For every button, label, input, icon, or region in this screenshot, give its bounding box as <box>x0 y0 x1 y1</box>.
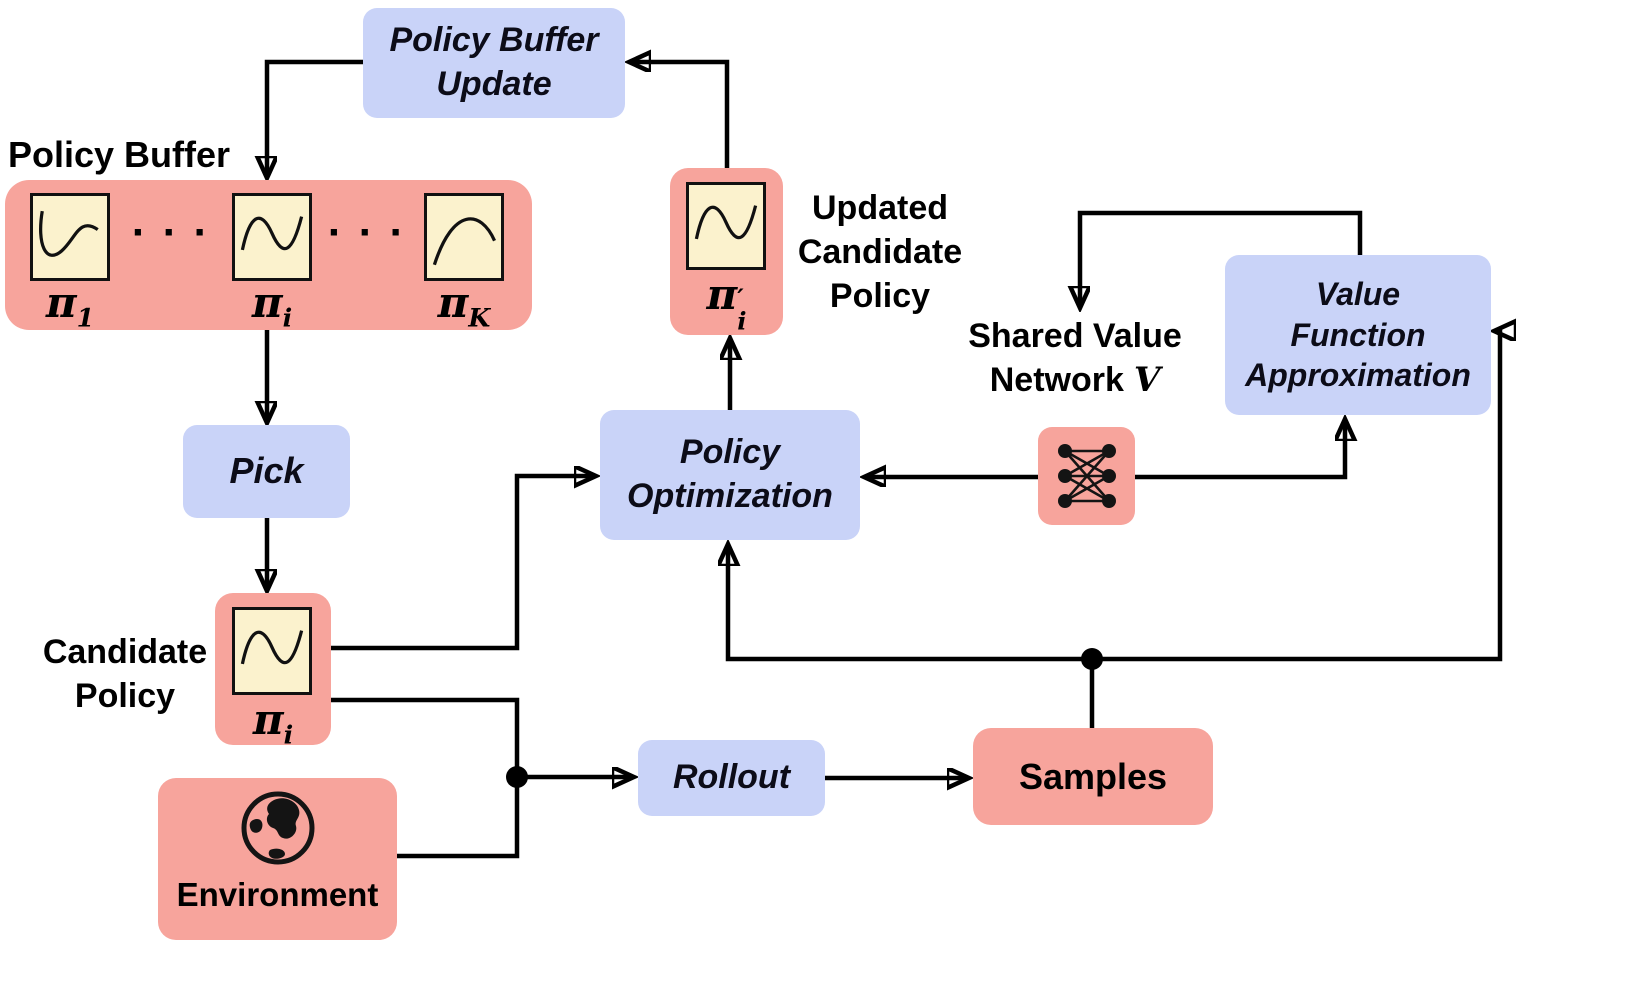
candidate-policy-box: πi <box>215 593 331 749</box>
arrow-updated-pi-to-buffer-update <box>631 62 730 168</box>
policy-thumbnail-i <box>232 193 312 281</box>
policy-buffer-title: Policy Buffer <box>8 134 231 175</box>
policy-buffer-update-label-line2: Update <box>436 65 552 103</box>
samples-box: Samples <box>973 728 1213 825</box>
policy-buffer-update-box: Policy Buffer Update <box>363 8 625 118</box>
rollout-box: Rollout <box>638 740 825 816</box>
updated-candidate-policy-label: Updated Candidate Policy <box>797 189 963 316</box>
ellipsis-dots: · · · <box>131 208 211 257</box>
environment-box: Environment <box>158 778 397 940</box>
policy-optimization-label-line1: Policy <box>679 433 781 472</box>
value-network-box <box>1038 427 1135 525</box>
ellipsis-dots: · · · <box>327 208 407 257</box>
policy-optimization-box: Policy Optimization <box>600 410 860 540</box>
value-function-label-line2: Function <box>1290 316 1426 353</box>
arrow-junction-to-value-function <box>1092 331 1500 662</box>
updated-policy-thumbnail <box>686 182 766 270</box>
updated-candidate-policy-box: π′i <box>670 168 783 335</box>
rollout-label: Rollout <box>672 758 791 797</box>
arrow-network-to-value-function <box>1135 421 1345 480</box>
policy-curve-icon <box>240 216 304 251</box>
policy-optimization-label-line2: Optimization <box>627 477 833 515</box>
policy-thumbnail-K <box>424 193 504 281</box>
neural-network-icon <box>1057 444 1116 508</box>
candidate-policy-label: Candidate Policy <box>42 633 208 716</box>
arrow-value-function-to-shared-network <box>1080 210 1363 306</box>
samples-label: Samples <box>1018 755 1168 797</box>
value-function-label-line1: Value <box>1315 275 1401 312</box>
pick-label: Pick <box>229 450 304 492</box>
pick-box: Pick <box>183 425 350 518</box>
arrow-candidate-to-policy-optimization <box>331 476 594 651</box>
value-network-variable: V <box>1133 360 1161 401</box>
policy-thumbnail-1 <box>30 193 110 281</box>
pi-1-symbol: π1 <box>45 278 95 333</box>
environment-label: Environment <box>176 876 379 913</box>
candidate-pi-symbol: πi <box>252 695 294 750</box>
updated-pi-symbol: π′i <box>706 270 747 336</box>
line-candidate-to-junction <box>331 697 520 777</box>
candidate-policy-thumbnail <box>232 607 312 695</box>
policy-curve-icon <box>39 210 99 257</box>
arrow-junction-to-policy-optimization <box>728 546 1092 662</box>
junction-dot-rollout <box>506 766 528 788</box>
policy-curve-icon <box>694 205 758 240</box>
pi-i-symbol: πi <box>251 278 293 333</box>
line-environment-to-junction <box>397 777 520 859</box>
policy-curve-icon <box>432 217 497 266</box>
policy-curve-icon <box>240 630 304 665</box>
junction-dot-samples <box>1081 648 1103 670</box>
policy-buffer-update-label-line1: Policy Buffer <box>389 21 599 60</box>
arrow-buffer-update-to-buffer <box>267 59 363 176</box>
value-function-approximation-box: Value Function Approximation <box>1225 255 1491 415</box>
policy-buffer-box: · · · · · · π1 πi πK <box>5 180 532 333</box>
globe-icon <box>238 788 318 868</box>
value-function-label-line3: Approximation <box>1245 357 1471 394</box>
pi-K-symbol: πK <box>437 278 491 333</box>
